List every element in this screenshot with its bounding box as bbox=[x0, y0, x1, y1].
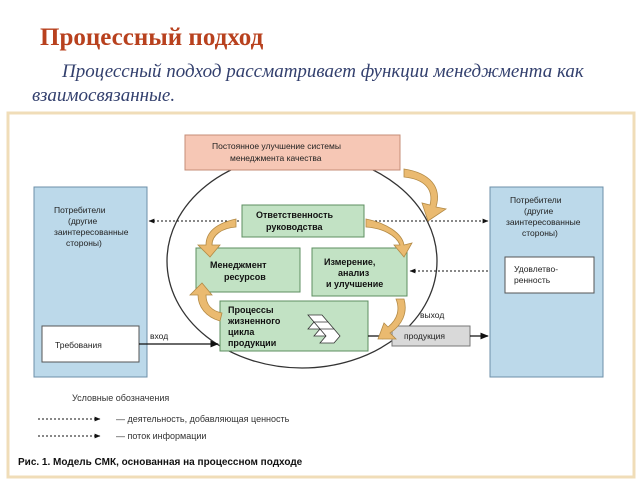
product-box: продукция bbox=[391, 325, 471, 347]
customers-right-line: (другие bbox=[524, 206, 554, 216]
improvement-line: Постоянное улучшение системы bbox=[212, 141, 341, 151]
output-label: выход bbox=[420, 310, 444, 320]
cycle-arrows bbox=[189, 168, 448, 340]
cycle-arrow-left bbox=[197, 218, 237, 258]
customers-left-line: заинтересованные bbox=[54, 227, 129, 237]
satisfaction-box: Удовлетво- ренность bbox=[504, 256, 595, 294]
improvement-line: менеджмента качества bbox=[230, 153, 322, 163]
process-chevrons-icon bbox=[307, 314, 341, 344]
life-cycle-line: цикла bbox=[228, 327, 255, 337]
measurement-line: анализ bbox=[338, 268, 370, 278]
customers-left-line: Потребители bbox=[54, 205, 106, 215]
input-arrow: вход bbox=[139, 331, 219, 348]
customers-right-line: стороны) bbox=[522, 228, 558, 238]
management-responsibility-line: руководства bbox=[266, 222, 323, 232]
legend: Условные обозначения — деятельность, доб… bbox=[38, 393, 290, 441]
satisfaction-line: ренность bbox=[514, 275, 551, 285]
measurement-box: Измерение, анализ и улучшение bbox=[311, 247, 408, 297]
requirements-box: Требования bbox=[41, 325, 140, 363]
legend-title: Условные обозначения bbox=[72, 393, 169, 403]
life-cycle-line: Процессы bbox=[228, 305, 274, 315]
requirements-label: Требования bbox=[55, 340, 102, 350]
figure-caption: Рис. 1. Модель СМК, основанная на процес… bbox=[18, 457, 303, 468]
information-flows bbox=[148, 218, 489, 274]
product-label: продукция bbox=[404, 331, 445, 341]
resource-management-line: Менеджмент bbox=[210, 260, 267, 270]
customers-right-line: Потребители bbox=[510, 195, 562, 205]
management-responsibility-box: Ответственность руководства bbox=[241, 204, 365, 238]
resource-management-line: ресурсов bbox=[224, 272, 266, 282]
continual-improvement-box: Постоянное улучшение системы менеджмента… bbox=[184, 134, 401, 171]
life-cycle-processes-box: Процессы жизненного цикла продукции bbox=[219, 300, 369, 352]
life-cycle-line: продукции bbox=[228, 338, 276, 348]
satisfaction-line: Удовлетво- bbox=[514, 264, 558, 274]
slide-title: Процессный подход bbox=[40, 24, 264, 51]
slide-subtitle: Процессный подход рассматривает функции … bbox=[32, 61, 584, 106]
customers-left-line: стороны) bbox=[66, 238, 102, 248]
customers-left-line: (другие bbox=[68, 216, 98, 226]
cycle-arrow-up bbox=[403, 168, 448, 222]
legend-info-text: — поток информации bbox=[116, 431, 206, 441]
resource-management-box: Менеджмент ресурсов bbox=[195, 247, 301, 293]
cycle-arrow-down-right bbox=[377, 298, 406, 340]
cycle-arrow-right bbox=[365, 218, 413, 258]
cycle-arrow-down-left bbox=[189, 282, 223, 322]
measurement-line: и улучшение bbox=[326, 279, 383, 289]
management-responsibility-line: Ответственность bbox=[256, 210, 333, 220]
qms-diagram-svg: Потребители (другие заинтересованные сто… bbox=[6, 111, 636, 479]
input-label: вход bbox=[150, 331, 168, 341]
legend-value-text: — деятельность, добавляющая ценность bbox=[116, 414, 290, 424]
life-cycle-line: жизненного bbox=[227, 316, 281, 326]
customers-right-line: заинтересованные bbox=[506, 217, 581, 227]
measurement-line: Измерение, bbox=[324, 257, 375, 267]
qms-process-model-figure: Потребители (другие заинтересованные сто… bbox=[0, 111, 640, 480]
